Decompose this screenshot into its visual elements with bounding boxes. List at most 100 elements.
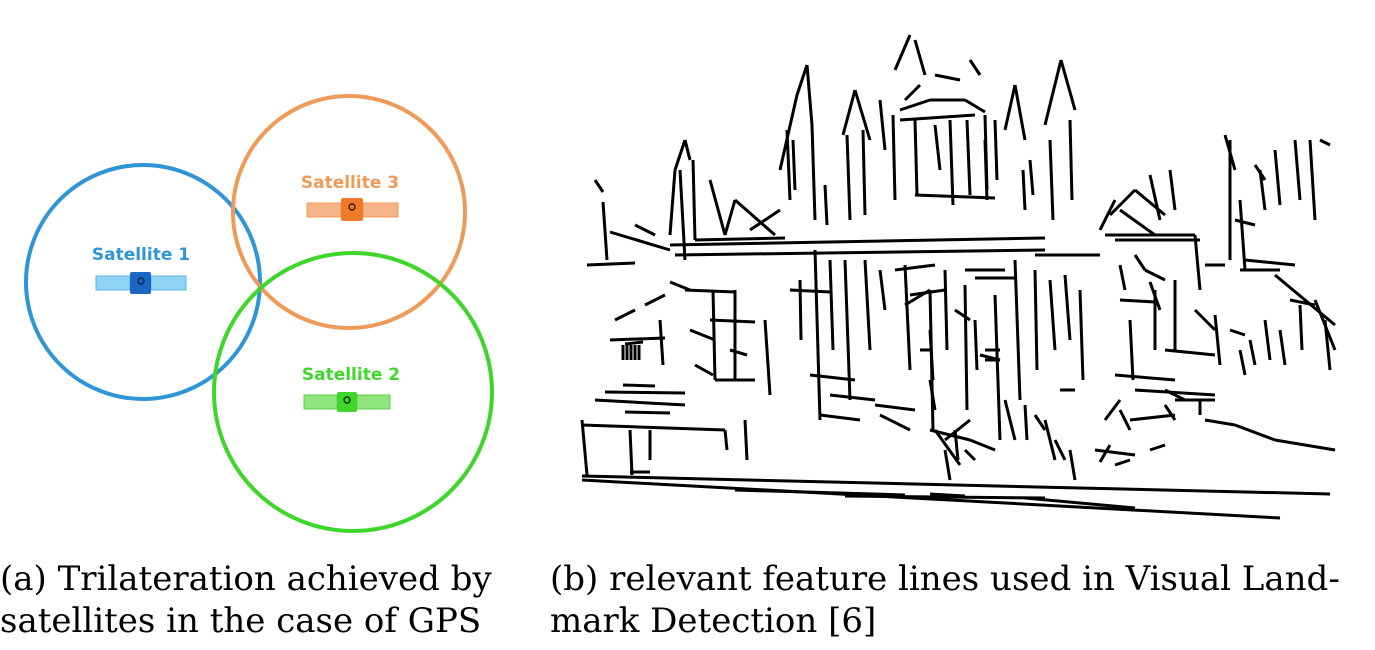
- feature-line: [1164, 388, 1186, 402]
- feature-line: [798, 279, 803, 341]
- feature-line: [743, 419, 749, 461]
- feature-line: [964, 98, 986, 114]
- feature-line: [1118, 264, 1127, 291]
- feature-line: [1293, 139, 1302, 201]
- feature-line: [669, 236, 1046, 247]
- feature-line: [874, 403, 916, 412]
- feature-line: [844, 494, 1046, 500]
- feature-line: [1023, 404, 1029, 441]
- caption-b-line-1: (b) relevant feature lines used in Visua…: [550, 559, 1340, 599]
- feature-line: [1193, 308, 1217, 332]
- feature-line: [954, 308, 971, 322]
- feature-line: [813, 249, 822, 421]
- satellite-2-range-circle: [212, 251, 494, 533]
- feature-line: [581, 474, 1331, 496]
- feature-line: [729, 348, 748, 357]
- feature-line: [593, 179, 605, 193]
- feature-line: [785, 129, 792, 201]
- feature-lines-svg: [580, 34, 1337, 520]
- feature-line: [993, 294, 1002, 441]
- trilateration-diagram: Satellite 1 Satellite 3 Satellite 2: [0, 0, 540, 540]
- feature-line: [734, 488, 906, 497]
- feature-line: [1119, 208, 1156, 237]
- feature-line: [581, 423, 726, 432]
- feature-line: [1323, 319, 1332, 371]
- caption-b-line-2: mark Detection [6]: [550, 601, 877, 641]
- feature-line: [1263, 319, 1272, 361]
- feature-line: [1128, 319, 1135, 381]
- feature-line: [1278, 329, 1287, 366]
- feature-line: [723, 429, 729, 451]
- feature-line: [853, 89, 872, 141]
- feature-line: [1193, 234, 1202, 291]
- feature-line: [628, 429, 634, 476]
- feature-line: [843, 259, 852, 401]
- feature-line: [899, 113, 976, 122]
- feature-line: [1289, 298, 1316, 307]
- feature-line: [789, 288, 831, 294]
- feature-line: [763, 319, 772, 396]
- feature-line: [694, 236, 786, 242]
- feature-line: [903, 83, 922, 102]
- feature-line: [1118, 409, 1132, 431]
- feature-line: [673, 139, 687, 171]
- feature-line: [594, 398, 686, 407]
- feature-line: [668, 169, 677, 236]
- feature-line: [948, 119, 955, 206]
- feature-line: [1068, 449, 1077, 481]
- feature-line: [711, 289, 717, 381]
- satellite-3-range-circle: [231, 94, 467, 330]
- feature-line: [909, 288, 946, 297]
- feature-line: [819, 413, 861, 422]
- feature-line: [979, 353, 1001, 362]
- feature-line: [805, 64, 814, 126]
- feature-line: [845, 134, 852, 221]
- feature-line: [903, 264, 912, 371]
- feature-line: [968, 59, 982, 76]
- feature-line: [1119, 298, 1156, 304]
- feature-line: [983, 139, 989, 201]
- feature-line: [1043, 59, 1063, 126]
- feature-line: [1003, 84, 1017, 131]
- feature-line: [928, 379, 937, 411]
- feature-line: [1274, 438, 1336, 452]
- feature-line: [1094, 448, 1136, 457]
- feature-line: [913, 119, 919, 196]
- caption-a: (a) Trilateration achieved by satellites…: [0, 558, 545, 642]
- feature-line: [1163, 404, 1177, 421]
- feature-line: [1238, 349, 1247, 376]
- feature-line: [1148, 174, 1162, 221]
- feature-line: [1164, 348, 1216, 357]
- feature-line: [723, 199, 737, 236]
- feature-line: [913, 39, 927, 76]
- feature-line: [609, 230, 671, 252]
- satellite-3-label: Satellite 3: [301, 173, 399, 193]
- feature-line: [993, 119, 999, 181]
- feature-line: [863, 259, 872, 351]
- feature-line: [1068, 119, 1074, 201]
- feature-line: [893, 34, 912, 71]
- feature-line: [1114, 373, 1176, 382]
- feature-line: [809, 373, 856, 382]
- feature-line: [749, 208, 781, 232]
- feature-line: [1028, 159, 1035, 196]
- feature-lines-drawing: [575, 20, 1345, 530]
- feature-line: [1078, 289, 1085, 381]
- feature-line: [1033, 414, 1047, 431]
- feature-line: [674, 248, 1046, 257]
- feature-line: [1274, 273, 1336, 327]
- feature-line: [878, 269, 887, 311]
- feature-line: [899, 98, 931, 112]
- feature-line: [965, 119, 972, 196]
- feature-line: [624, 340, 644, 346]
- feature-line: [1053, 439, 1067, 461]
- feature-line: [944, 418, 971, 442]
- feature-line: [973, 319, 979, 371]
- feature-line: [841, 89, 857, 136]
- feature-line: [879, 413, 911, 432]
- feature-line: [1098, 199, 1117, 231]
- feature-line: [634, 223, 656, 237]
- feature-line: [580, 419, 589, 476]
- caption-b: (b) relevant feature lines used in Visua…: [550, 558, 1370, 642]
- feature-line: [934, 73, 961, 82]
